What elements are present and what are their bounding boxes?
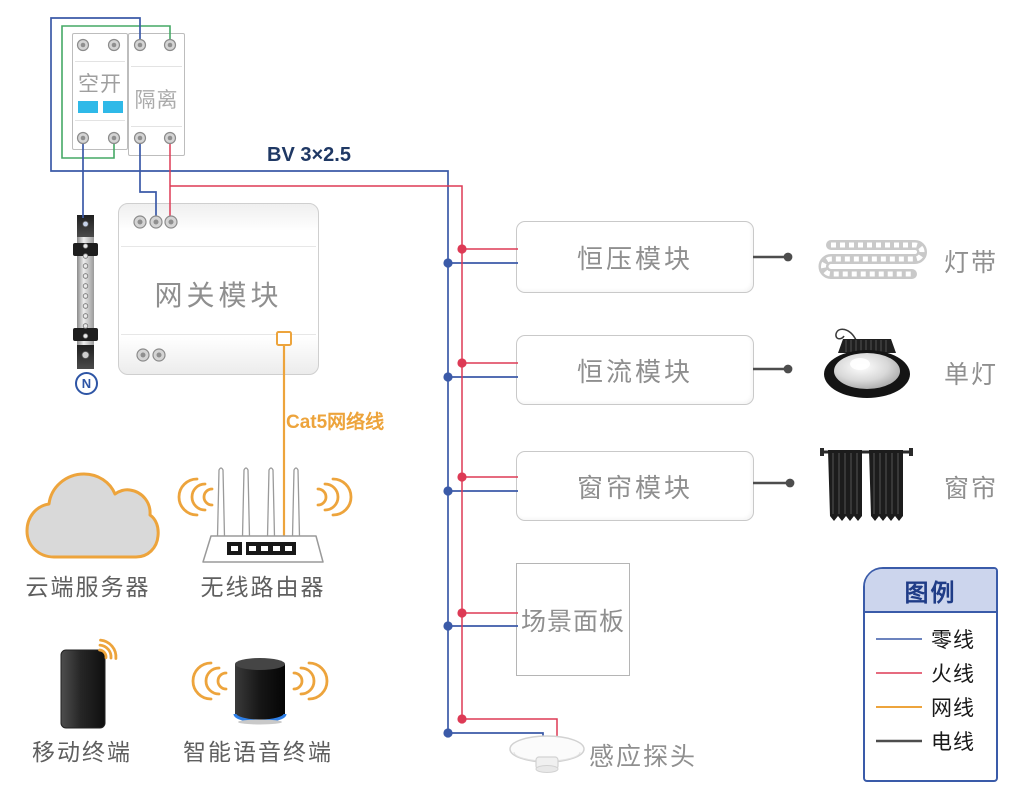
module-box-constant-voltage: 恒压模块 xyxy=(516,221,754,293)
router-body xyxy=(202,535,324,563)
scene-panel-box: 场景面板 xyxy=(516,563,630,676)
module-label: 恒流模块 xyxy=(576,356,693,387)
air-switch-breaker: 空开 xyxy=(72,33,128,150)
neutral-line-sample xyxy=(876,638,922,640)
power-cable-label: BV 3×2.5 xyxy=(267,144,351,166)
live-line-sample xyxy=(876,672,922,674)
module-box-curtain: 窗帘模块 xyxy=(516,451,754,521)
single-lamp-label: 单灯 xyxy=(944,361,999,389)
sensor-probe-label: 感应探头 xyxy=(589,743,698,771)
divider xyxy=(121,246,316,247)
air-switch-label: 空开 xyxy=(78,73,122,96)
gateway-module-box: 网关模块 xyxy=(118,203,319,375)
curtain-icon xyxy=(820,448,913,521)
legend-label: 零线 xyxy=(931,629,975,652)
speaker-light-ring xyxy=(233,713,287,723)
legend-title: 图例 xyxy=(865,569,996,613)
cloud-icon xyxy=(25,472,160,559)
legend-label: 电线 xyxy=(931,731,975,754)
divider xyxy=(131,126,182,127)
module-box-constant-current: 恒流模块 xyxy=(516,335,754,405)
smart-voice-terminal-label: 智能语音终端 xyxy=(183,739,333,765)
led-strip-icon xyxy=(818,240,927,279)
bus-bottom-cap xyxy=(77,345,94,369)
legend-label: 火线 xyxy=(931,663,975,686)
breaker-toggle-left xyxy=(78,101,98,113)
gateway-module-label: 网关模块 xyxy=(154,280,283,311)
router-port-notches xyxy=(231,546,292,551)
neutral-symbol: N xyxy=(75,372,98,395)
wireless-router-icon xyxy=(202,467,324,563)
cloud-server-label: 云端服务器 xyxy=(25,574,151,600)
divider xyxy=(121,334,316,335)
light-strip-label: 灯带 xyxy=(944,249,999,277)
breaker-toggle-right xyxy=(103,101,123,113)
divider xyxy=(131,66,182,67)
router-ports xyxy=(227,542,296,555)
bus-clamp xyxy=(73,243,98,256)
live-junction-dots xyxy=(457,244,467,724)
legend-body: 零线 火线 网线 电线 xyxy=(865,613,996,758)
neutral-junction-dots xyxy=(443,258,453,738)
electric-wires xyxy=(753,255,786,485)
wireless-router-label: 无线路由器 xyxy=(200,574,326,600)
network-line-sample xyxy=(876,706,922,708)
divider xyxy=(75,61,125,62)
legend: 图例 零线 火线 网线 电线 xyxy=(863,567,998,782)
isolator-breaker: 隔离 xyxy=(128,33,185,156)
legend-row-neutral: 零线 xyxy=(875,622,988,656)
module-label: 窗帘模块 xyxy=(576,472,693,503)
legend-row-network: 网线 xyxy=(875,690,988,724)
divider xyxy=(75,120,125,121)
electric-wire-dots xyxy=(783,252,795,488)
isolator-label: 隔离 xyxy=(134,89,179,112)
legend-label: 网线 xyxy=(931,697,975,720)
router-antennas xyxy=(216,467,301,538)
curtain-label: 窗帘 xyxy=(944,475,999,503)
network-cable-label: Cat5网络线 xyxy=(286,412,385,433)
bus-top-cap xyxy=(77,215,94,237)
smart-voice-terminal-icon xyxy=(233,658,287,725)
legend-row-electric: 电线 xyxy=(875,724,988,758)
mobile-terminal-label: 移动终端 xyxy=(32,739,132,765)
bus-clamp xyxy=(73,328,98,341)
mobile-terminal-icon xyxy=(60,649,106,729)
legend-row-live: 火线 xyxy=(875,656,988,690)
electric-line-sample xyxy=(876,739,922,743)
module-label: 恒压模块 xyxy=(576,243,693,274)
single-lamp-icon xyxy=(824,328,910,398)
sensor-probe-icon xyxy=(509,735,585,773)
scene-panel-label: 场景面板 xyxy=(520,607,625,636)
